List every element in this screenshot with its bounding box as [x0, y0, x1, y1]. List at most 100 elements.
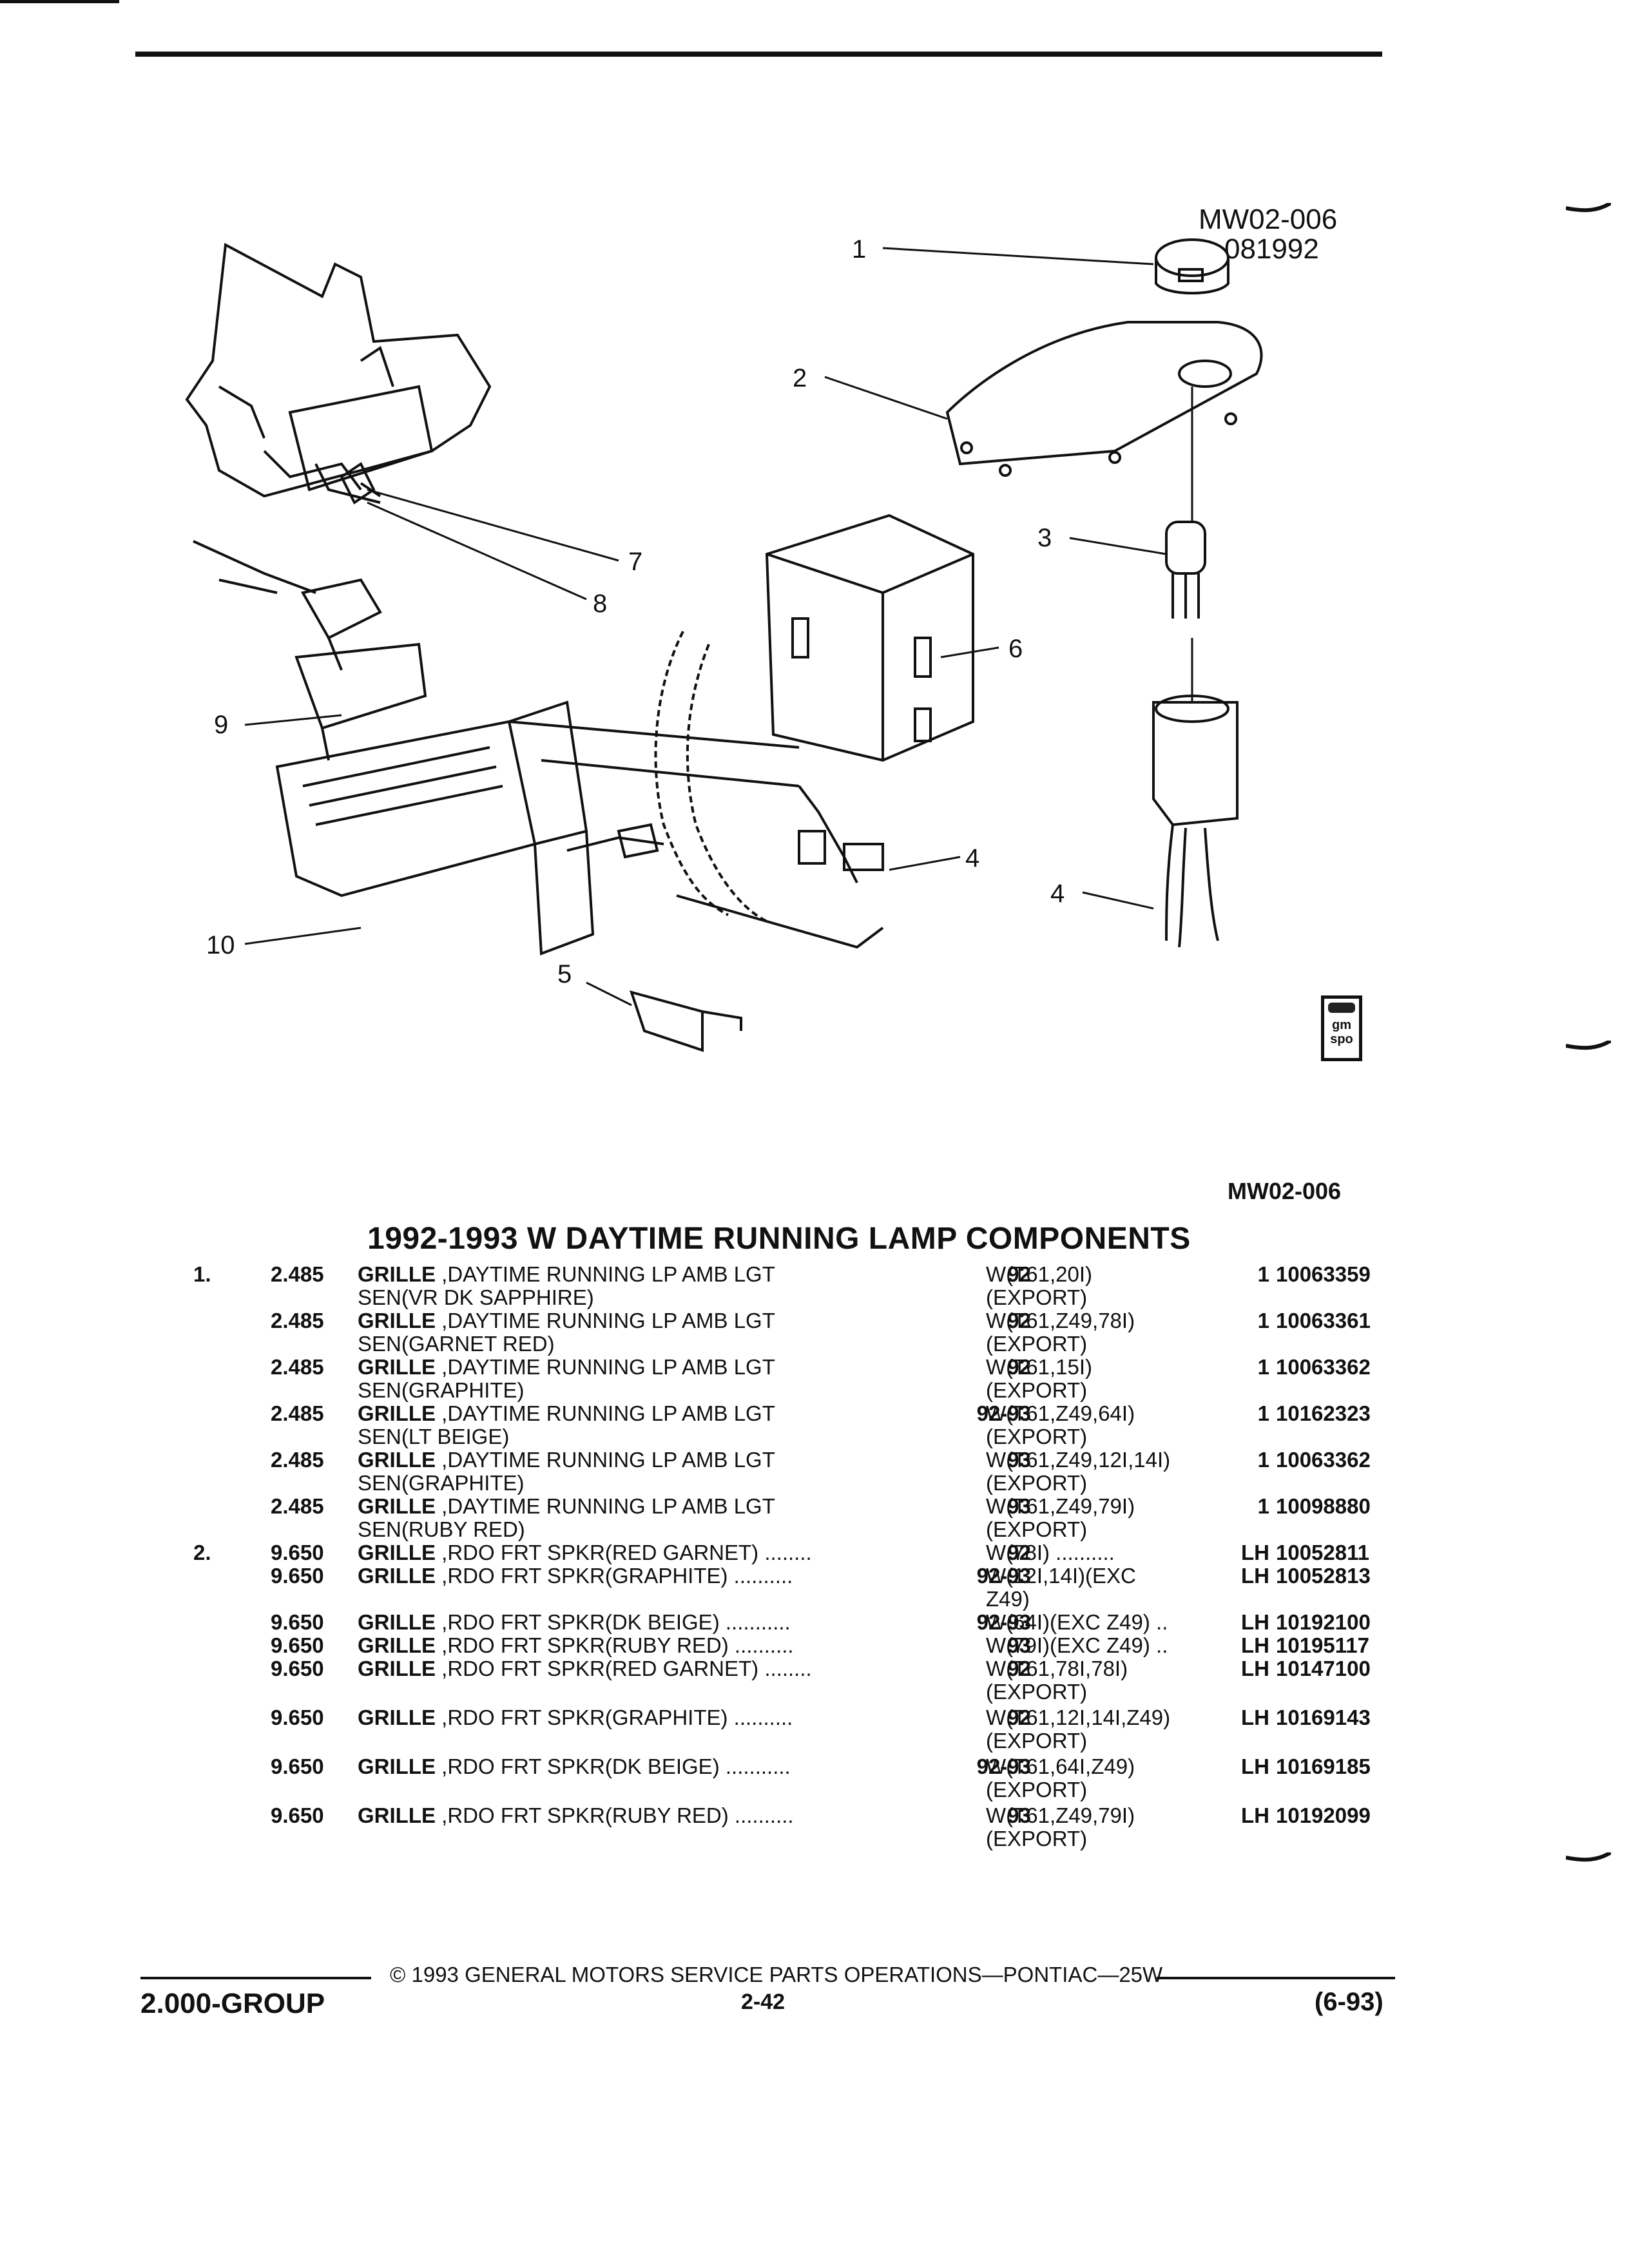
model-year: 92-93	[976, 1564, 1031, 1588]
model-year: 92	[1007, 1262, 1031, 1286]
part-number: 10063362	[1276, 1355, 1371, 1379]
exploded-parts-diagram: 1 2 3 4 5 6 7 8 9 10 4	[148, 193, 1411, 1140]
part-number: 10192099	[1276, 1803, 1371, 1827]
callout-4b: 4	[965, 844, 979, 872]
model-codes-continued: (EXPORT)	[986, 1827, 1088, 1850]
footer-rule-right	[1157, 1977, 1395, 1979]
count-or-side: LH	[1241, 1610, 1269, 1634]
speaker-grille-illustration	[275, 700, 595, 956]
model-year: 93	[1007, 1448, 1031, 1472]
part-detail: ,RDO FRT SPKR(RUBY RED) ..........	[436, 1633, 794, 1657]
dashboard-panel-illustration	[185, 242, 492, 594]
count-or-side: 1	[1257, 1494, 1269, 1518]
part-description: GRILLE ,RDO FRT SPKR(GRAPHITE) .........…	[358, 1564, 873, 1588]
part-name: GRILLE	[358, 1355, 436, 1379]
part-detail: ,RDO FRT SPKR(DK BEIGE) ...........	[436, 1754, 791, 1778]
wedge-part-illustration	[629, 990, 742, 1052]
wiring-harness-illustration	[508, 631, 884, 949]
count-or-side: 1	[1257, 1355, 1269, 1379]
part-detail-continued: SEN(GRAPHITE)	[358, 1471, 525, 1495]
diagram-code-line2: 081992	[1224, 233, 1319, 265]
part-description: GRILLE ,RDO FRT SPKR(RUBY RED) .........…	[358, 1804, 873, 1827]
quantity-code: 2.485	[271, 1494, 324, 1518]
bulb-illustration	[1165, 387, 1206, 619]
model-codes: W(T61,12I,14I,Z49)	[986, 1706, 1171, 1729]
part-number: 10192100	[1276, 1610, 1371, 1634]
quantity-code: 9.650	[271, 1541, 324, 1564]
part-description: GRILLE ,RDO FRT SPKR(GRAPHITE) .........…	[358, 1706, 873, 1729]
gm-spo-logo-text: gm spo	[1330, 1018, 1353, 1046]
part-name: GRILLE	[358, 1309, 436, 1332]
part-name: GRILLE	[358, 1401, 436, 1425]
part-detail: ,RDO FRT SPKR(GRAPHITE) ..........	[436, 1706, 793, 1729]
part-detail: ,DAYTIME RUNNING LP AMB LGT	[436, 1401, 775, 1425]
model-codes-continued: (EXPORT)	[986, 1471, 1088, 1495]
model-applicability: W(T61,15I)(EXPORT)	[986, 1356, 1218, 1402]
header-rule	[135, 52, 1382, 57]
model-codes: W(78I) ..........	[986, 1541, 1115, 1564]
part-number: 10063362	[1276, 1448, 1371, 1472]
binder-mark	[1566, 1852, 1611, 1862]
part-detail: ,RDO FRT SPKR(RED GARNET) ........	[436, 1541, 812, 1564]
quantity-code: 2.485	[271, 1401, 324, 1425]
count-or-side: LH	[1241, 1564, 1269, 1588]
part-detail: ,DAYTIME RUNNING LP AMB LGT	[436, 1494, 775, 1518]
model-codes-continued: Z49)	[986, 1587, 1030, 1611]
gm-spo-logo: gm spo	[1321, 995, 1362, 1061]
model-codes: W(T61,Z49,79I)	[986, 1803, 1135, 1827]
binder-mark	[1566, 203, 1611, 213]
model-codes-continued: (EXPORT)	[986, 1332, 1088, 1356]
part-detail: ,RDO FRT SPKR(GRAPHITE) ..........	[436, 1564, 793, 1588]
quantity-code: 9.650	[271, 1633, 324, 1657]
callout-8: 8	[593, 590, 607, 618]
count-or-side: LH	[1241, 1706, 1269, 1729]
part-detail: ,RDO FRT SPKR(RUBY RED) ..........	[436, 1803, 794, 1827]
table-row: 9.650 GRILLE ,RDO FRT SPKR(RUBY RED) ....…	[187, 1634, 1411, 1657]
callout-9: 9	[214, 711, 228, 739]
part-number: 10169185	[1276, 1754, 1371, 1778]
model-codes-continued: (EXPORT)	[986, 1680, 1088, 1704]
count-or-side: LH	[1241, 1541, 1269, 1564]
model-applicability: W(79I)(EXC Z49) ..	[986, 1634, 1218, 1657]
part-number: 10162323	[1276, 1401, 1371, 1425]
model-codes: W(T61,Z49,64I)	[986, 1401, 1135, 1425]
binder-mark	[1566, 1041, 1611, 1050]
part-detail: ,DAYTIME RUNNING LP AMB LGT	[436, 1309, 775, 1332]
model-applicability: W(T61,Z49,12I,14I)(EXPORT)	[986, 1448, 1218, 1495]
footer-group: 2.000-GROUP	[140, 1988, 325, 2019]
callout-3: 3	[1037, 524, 1052, 552]
count-or-side: 1	[1257, 1309, 1269, 1332]
callout-10: 10	[206, 931, 235, 959]
model-year: 92	[1007, 1355, 1031, 1379]
model-codes: W(T61,Z49,12I,14I)	[986, 1448, 1171, 1472]
model-applicability: W(T61,78I,78I)(EXPORT)	[986, 1657, 1218, 1704]
model-year: 92	[1007, 1706, 1031, 1729]
model-codes-continued: (EXPORT)	[986, 1778, 1088, 1802]
model-year: 92	[1007, 1657, 1031, 1680]
quantity-code: 9.650	[271, 1610, 324, 1634]
count-or-side: LH	[1241, 1803, 1269, 1827]
part-detail-continued: SEN(GRAPHITE)	[358, 1378, 525, 1402]
socket-illustration	[1152, 638, 1239, 948]
part-name: GRILLE	[358, 1633, 436, 1657]
count-or-side: LH	[1241, 1754, 1269, 1778]
part-number: 10147100	[1276, 1657, 1371, 1680]
callout-2: 2	[793, 364, 807, 392]
part-name: GRILLE	[358, 1448, 436, 1472]
callout-7: 7	[628, 548, 642, 576]
model-codes: W(64I)(EXC Z49) ..	[986, 1610, 1168, 1634]
model-codes: W(12I,14I)(EXC	[986, 1564, 1136, 1588]
count-or-side: LH	[1241, 1657, 1269, 1680]
part-detail: ,DAYTIME RUNNING LP AMB LGT	[436, 1262, 775, 1286]
model-year: 92-93	[976, 1401, 1031, 1425]
model-codes-continued: (EXPORT)	[986, 1425, 1088, 1448]
